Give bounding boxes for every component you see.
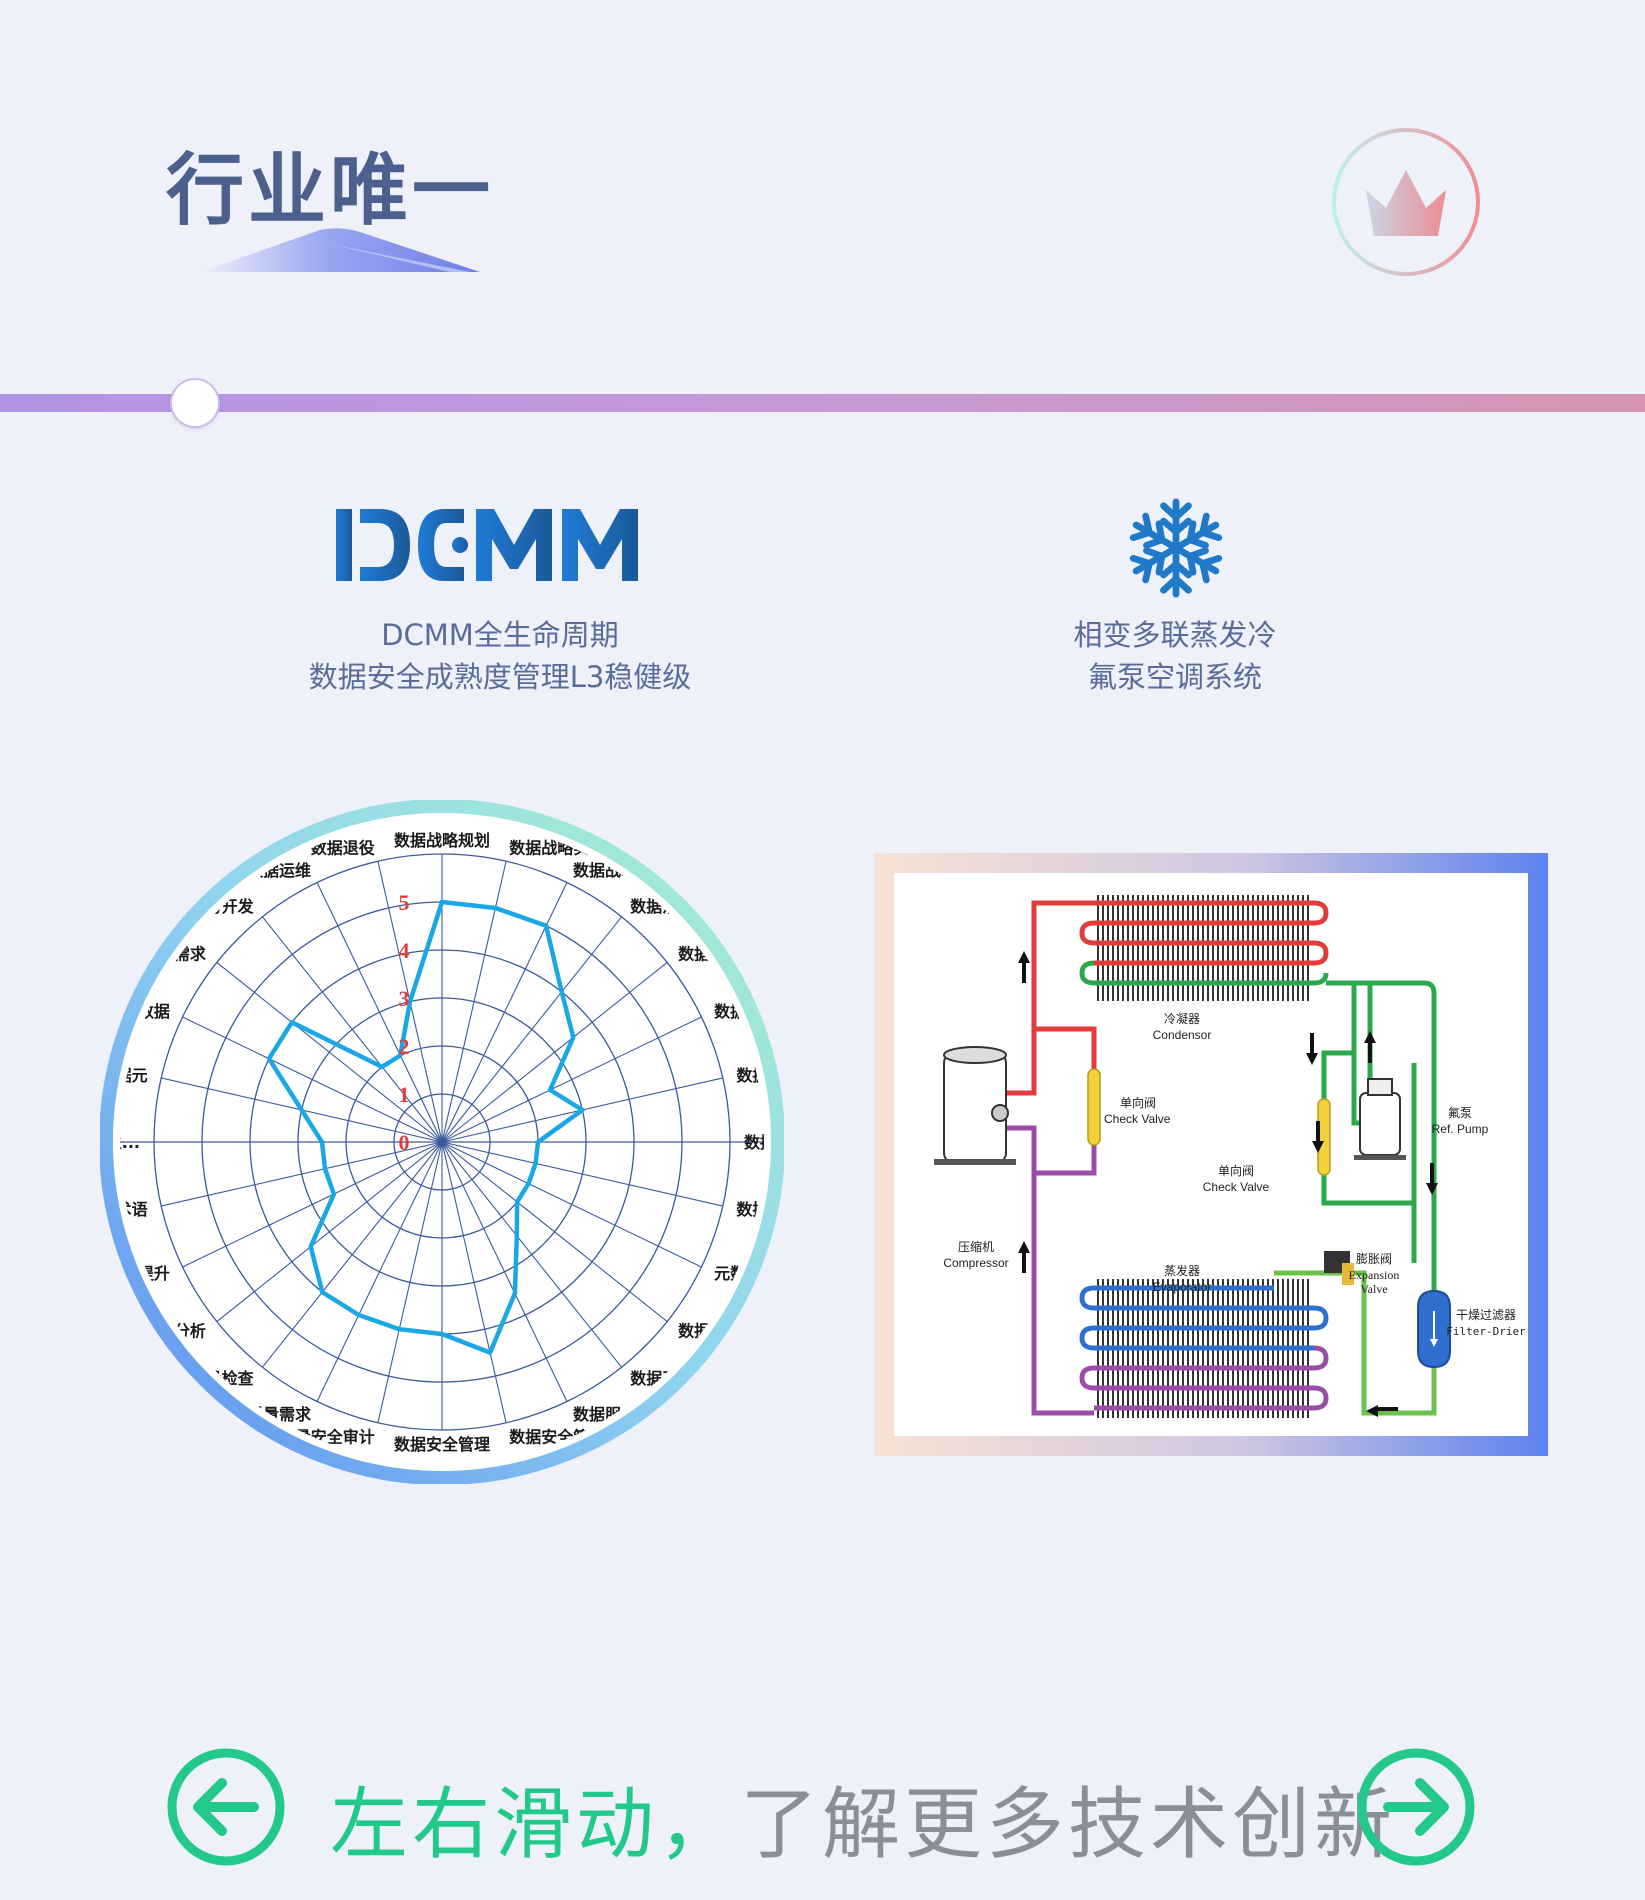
feature-dcmm-caption: DCMM全生命周期 数据安全成熟度管理L3稳健级 <box>240 614 760 698</box>
snowflake-icon <box>1128 498 1224 600</box>
check-valve-1 <box>1087 1068 1101 1146</box>
radar-spoke <box>262 1141 443 1368</box>
radar-spoke <box>377 1141 443 1423</box>
radar-spoke <box>441 1141 622 1368</box>
compressor-label-cn: 压缩机 <box>958 1239 994 1254</box>
feature-cooling-line2: 氟泵空调系统 <box>1087 660 1262 694</box>
expansion-valve-illustration <box>1324 1251 1354 1285</box>
radar-spoke <box>441 916 622 1143</box>
swipe-hint: 左右滑动，了解更多技术创新 <box>330 1762 1396 1874</box>
carousel-progress-track <box>0 394 1645 412</box>
radar-spoke <box>441 962 668 1143</box>
feature-cooling-caption: 相变多联蒸发冷 氟泵空调系统 <box>1000 614 1350 698</box>
radar-scale-label: 5 <box>399 890 410 915</box>
radar-category-label: 数据退役 <box>311 839 376 858</box>
arrow-left-icon[interactable] <box>166 1747 286 1867</box>
radar-spoke <box>161 1141 443 1207</box>
check-valve-1-label-cn: 单向阀 <box>1120 1095 1156 1110</box>
radar-spoke <box>441 1141 702 1268</box>
radar-category-label: 数据分 <box>744 1133 784 1152</box>
refrigeration-cycle-diagram: 冷凝器 Condensor 单向阀 Check Valve 单向阀 Check … <box>934 895 1526 1418</box>
radar-category-label: 数据战略规划 <box>394 831 490 850</box>
feature-cooling-line1: 相变多联蒸发冷 <box>1073 618 1277 652</box>
pump-label-en: Ref. Pump <box>1432 1122 1489 1136</box>
condenser-label-en: Condensor <box>1153 1028 1212 1042</box>
page-title: 行业唯一 <box>166 146 495 236</box>
radar-spoke <box>182 1141 443 1268</box>
check-valve-1-label-en: Check Valve <box>1104 1112 1171 1126</box>
evaporator-label-cn: 蒸发器 <box>1164 1263 1200 1278</box>
radar-series-line <box>266 899 585 1355</box>
radar-spoke <box>441 1016 702 1143</box>
radar-scale-label: 1 <box>399 1082 410 1107</box>
feature-dcmm-line1: DCMM全生命周期 <box>381 618 619 652</box>
compressor-illustration <box>934 1046 1016 1165</box>
radar-scale-label: 0 <box>399 1130 410 1155</box>
carousel-progress-handle[interactable] <box>172 380 218 426</box>
title-underline-decoration <box>200 228 480 272</box>
radar-spoke <box>441 1141 507 1423</box>
dcmm-logo <box>336 509 638 581</box>
radar-spoke <box>262 916 443 1143</box>
radar-spoke <box>316 882 443 1143</box>
radar-spoke <box>182 1016 443 1143</box>
radar-spoke <box>441 1141 668 1322</box>
filter-label-cn: 干燥过滤器 <box>1456 1308 1516 1322</box>
crown-badge-icon <box>1332 128 1480 276</box>
radar-spoke <box>216 1141 443 1322</box>
arrow-right-icon[interactable] <box>1356 1747 1476 1867</box>
expansion-label-cn: 膨胀阀 <box>1356 1252 1392 1266</box>
pump-label-cn: 氟泵 <box>1448 1106 1472 1120</box>
expansion-label-en2: Valve <box>1360 1282 1387 1296</box>
radar-category-label: 主... <box>106 1133 140 1152</box>
radar-spoke <box>316 1141 443 1402</box>
radar-scale-label: 3 <box>399 986 410 1011</box>
radar-spoke <box>441 1141 723 1207</box>
check-valve-2-label-cn: 单向阀 <box>1218 1163 1254 1178</box>
radar-spoke <box>441 1141 568 1402</box>
swipe-hint-rest: 了解更多技术创新 <box>740 1780 1397 1870</box>
filter-label-en: Filter-Drier <box>1446 1325 1526 1338</box>
ref-pump-illustration <box>1354 1078 1406 1160</box>
radar-spoke <box>216 962 443 1143</box>
radar-scale-label: 2 <box>399 1034 410 1059</box>
evaporator-label-en: Evaporator <box>1153 1280 1212 1294</box>
dcmm-radar-chart: 数据战略规划数据战略实施数据战略评数据治理组数据制度数据治理数据模数据分数据集成… <box>100 800 784 1484</box>
check-valve-2-label-en: Check Valve <box>1203 1180 1270 1194</box>
compressor-label-en: Compressor <box>943 1256 1008 1270</box>
swipe-hint-strong: 左右滑动， <box>330 1780 741 1870</box>
expansion-label-en1: Expansion <box>1349 1268 1400 1282</box>
diagram-canvas: 冷凝器 Condensor 单向阀 Check Valve 单向阀 Check … <box>894 873 1528 1436</box>
radar-rim <box>100 800 784 1484</box>
condenser-label-cn: 冷凝器 <box>1164 1011 1200 1026</box>
radar-category-label: 数据安全管理 <box>394 1435 490 1454</box>
feature-dcmm-line2: 数据安全成熟度管理L3稳健级 <box>308 660 692 694</box>
radar-scale-label: 4 <box>399 938 410 963</box>
